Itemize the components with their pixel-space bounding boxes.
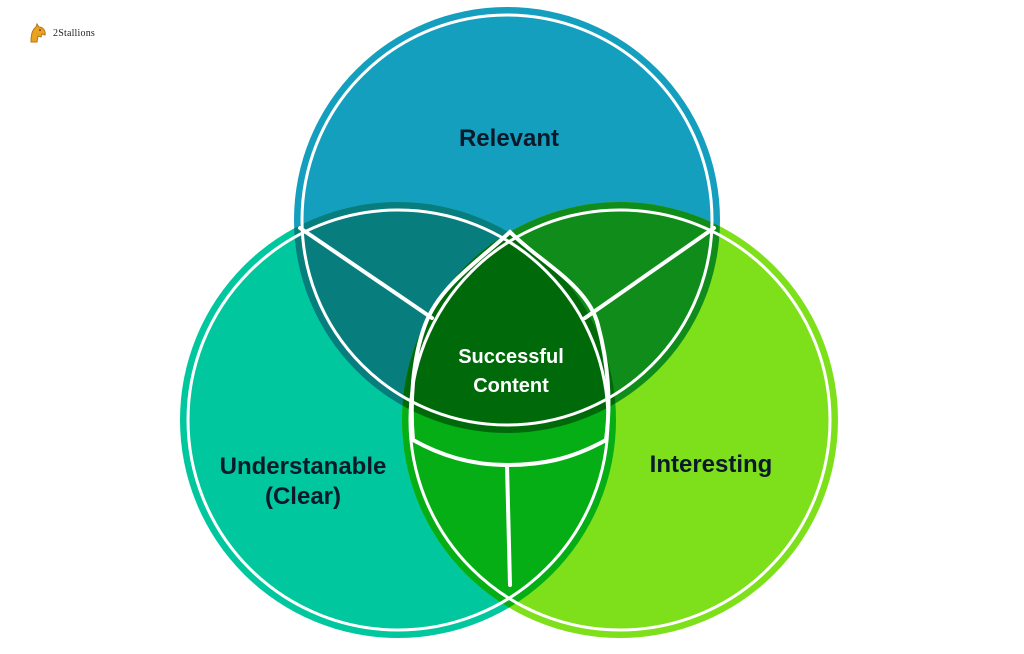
center-label-line-1: Successful (458, 346, 564, 368)
understandable-label-line-2: (Clear) (265, 483, 341, 510)
brand-logo: 2Stallions (27, 22, 95, 44)
interesting-label: Interesting (650, 451, 773, 478)
understandable-label-line-1: Understanable (220, 453, 387, 480)
brand-name: 2Stallions (53, 27, 96, 39)
overlap-center (402, 202, 616, 433)
horse-head-logo-icon (30, 22, 46, 43)
separators (298, 226, 716, 587)
relevant-label: Relevant (459, 125, 559, 152)
center-label-line-2: Content (473, 375, 549, 397)
